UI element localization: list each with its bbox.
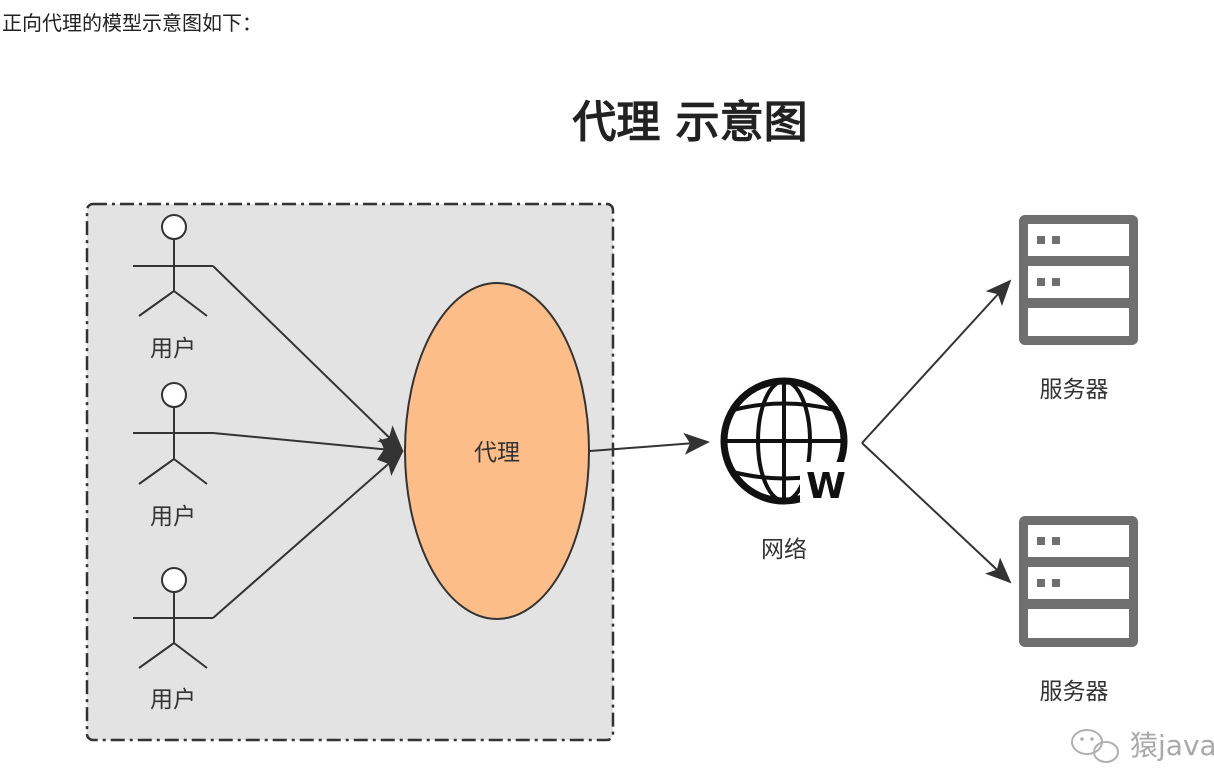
arrow-network-to-server xyxy=(861,442,1012,584)
user-label: 用户 xyxy=(150,504,196,530)
globe-icon: W xyxy=(720,377,852,507)
diagram-title: 代理 示意图 xyxy=(571,97,807,148)
user-label: 用户 xyxy=(150,687,196,713)
arrow-network-to-server xyxy=(861,279,1012,444)
arrow-user-to-proxy xyxy=(212,450,404,619)
globe-badge: W xyxy=(806,466,846,507)
user-label: 用户 xyxy=(150,336,196,362)
watermark-text: 猿java xyxy=(1130,729,1214,762)
arrow-proxy-to-network xyxy=(589,432,710,455)
server-label: 服务器 xyxy=(1040,377,1109,403)
network-label: 网络 xyxy=(761,537,807,563)
arrow-user-to-proxy xyxy=(212,432,404,460)
server-icon xyxy=(1019,516,1138,647)
arrow-user-to-proxy xyxy=(212,265,404,452)
user-icon xyxy=(133,382,213,485)
proxy-label: 代理 xyxy=(474,440,520,466)
server-icon xyxy=(1019,215,1138,345)
user-icon xyxy=(133,567,213,669)
server-label: 服务器 xyxy=(1040,679,1109,705)
intro-text: 正向代理的模型示意图如下： xyxy=(2,11,262,35)
user-icon xyxy=(133,214,213,317)
proxy-node xyxy=(404,282,590,620)
wechat-icon xyxy=(1071,729,1119,763)
